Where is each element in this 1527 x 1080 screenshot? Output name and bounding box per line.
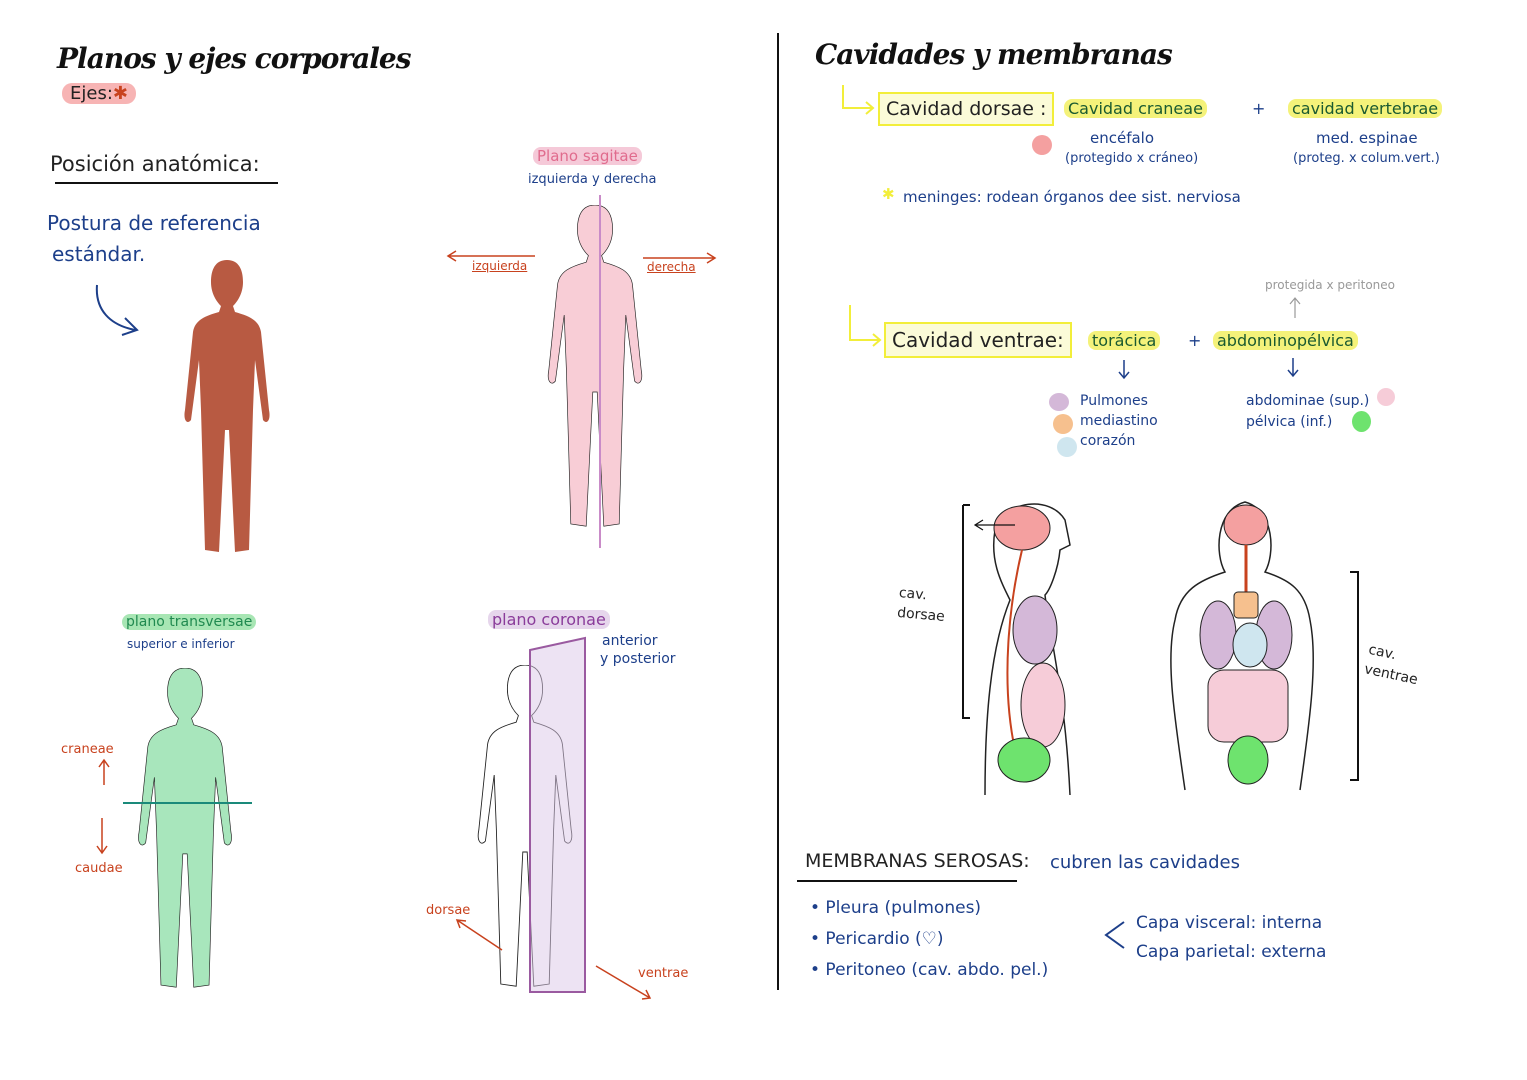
dorsal-label: dorsae — [426, 903, 471, 918]
vertebral-note: (proteg. x colum.vert.) — [1293, 151, 1440, 166]
asterisk-icon: ✱ — [112, 83, 128, 104]
membranas-heading: MEMBRANAS SEROSAS: — [805, 850, 1030, 872]
plus-icon-2: + — [1188, 331, 1202, 350]
transverse-subtitle: superior e inferior — [127, 637, 235, 651]
right-arrow-icon — [643, 252, 717, 264]
posicion-desc-2: estándar. — [52, 242, 146, 266]
meninges-note: meninges: rodean órganos dee sist. nervi… — [903, 188, 1241, 206]
dorsal-connector-arrow — [842, 85, 875, 115]
sagittal-left-label: izquierda — [472, 259, 528, 273]
toracica-item: Pulmones — [1080, 393, 1148, 409]
abdominal-color-dot — [1377, 388, 1395, 406]
plus-icon: + — [1252, 99, 1266, 118]
toracica-item: corazón — [1080, 433, 1136, 449]
coronal-subtitle-2: y posterior — [600, 651, 676, 667]
membrana-item: • Pericardio (♡) — [810, 929, 944, 949]
cavidad-dorsal-label: Cavidad dorsae : — [878, 92, 1055, 126]
mediastino-color-dot — [1053, 414, 1073, 434]
capas-list: Capa visceral: interna Capa parietal: ex… — [1136, 909, 1326, 967]
bracket-icon — [1104, 921, 1125, 949]
ventral-connector-arrow — [849, 305, 882, 347]
craneal-content: encéfalo — [1090, 129, 1155, 147]
cavidad-abdominopelvica: abdominopélvica — [1213, 331, 1358, 350]
down-arrow-icon — [96, 818, 108, 855]
muscle-figure — [184, 260, 270, 552]
up-arrow-icon — [98, 758, 110, 785]
star-icon: ✱ — [882, 185, 895, 203]
coronal-subtitle-1: anterior — [602, 633, 658, 649]
abdomino-list: abdominae (sup.) pélvica (inf.) — [1246, 391, 1369, 433]
cavidad-toracica: torácica — [1088, 331, 1161, 350]
abdomino-item: pélvica (inf.) — [1246, 414, 1333, 430]
posicion-desc-1: Postura de referencia — [47, 211, 261, 235]
sagittal-right-label: derecha — [647, 260, 696, 274]
ejes-label: Ejes:✱ — [62, 83, 136, 104]
arrow-icon — [95, 284, 139, 336]
coronal-title: plano coronae — [488, 610, 610, 629]
posicion-heading: Posición anatómica: — [50, 152, 260, 176]
capa-item: Capa parietal: externa — [1136, 942, 1327, 962]
membrana-item: • Pleura (pulmones) — [810, 898, 982, 918]
membranas-desc: cubren las cavidades — [1050, 852, 1240, 873]
peritoneo-arrow-icon — [1289, 297, 1301, 318]
coronal-plane — [529, 636, 586, 993]
side-cavity-diagram — [962, 503, 1071, 796]
cavidad-vertebral: cavidad vertebrae — [1288, 99, 1443, 118]
diagram-dorsal-label-2: dorsae — [896, 604, 946, 626]
craneal-note: (protegido x cráneo) — [1065, 151, 1199, 166]
pelvica-color-dot — [1352, 411, 1371, 432]
ventral-label: ventrae — [638, 966, 689, 981]
craneal-label: craneae — [61, 742, 114, 757]
left-arrow-icon — [446, 250, 535, 262]
membrana-item: • Peritoneo (cav. abdo. pel.) — [810, 960, 1049, 980]
ventral-arrow-icon — [595, 965, 652, 1000]
vertebral-content: med. espinae — [1316, 129, 1418, 147]
toracica-item: mediastino — [1080, 413, 1158, 429]
transverse-title: plano transversae — [122, 614, 257, 630]
page-title-right: Cavidades y membranas — [815, 38, 1173, 71]
sagittal-subtitle: izquierda y derecha — [528, 172, 657, 187]
membranas-list: • Pleura (pulmones) • Pericardio (♡) • P… — [810, 893, 1048, 986]
dorsal-arrow-icon — [455, 919, 503, 951]
front-cavity-diagram — [1170, 501, 1359, 791]
cavidad-craneal: Cavidad craneae — [1064, 99, 1207, 118]
diagram-dorsal-label: cav. dorsae — [896, 583, 947, 627]
abdomino-down-arrow — [1287, 358, 1299, 378]
pulmones-color-dot — [1049, 393, 1069, 411]
capa-item: Capa visceral: interna — [1136, 913, 1323, 933]
transverse-figure — [137, 668, 233, 988]
encefalo-color-dot — [1032, 135, 1052, 155]
peritoneo-note: protegida x peritoneo — [1265, 278, 1396, 292]
sagittal-figure — [547, 205, 643, 527]
caudal-label: caudae — [75, 861, 123, 876]
sagittal-title: Plano sagitae — [533, 147, 642, 165]
toracica-down-arrow — [1118, 360, 1130, 380]
ejes-text: Ejes: — [70, 83, 113, 104]
page-title-left: Planos y ejes corporales — [57, 42, 412, 75]
toracica-list: Pulmones mediastino corazón — [1080, 391, 1158, 451]
abdomino-item: abdominae (sup.) — [1246, 393, 1370, 409]
corazon-color-dot — [1057, 437, 1077, 457]
cavidad-ventral-label: Cavidad ventrae: — [884, 322, 1072, 358]
